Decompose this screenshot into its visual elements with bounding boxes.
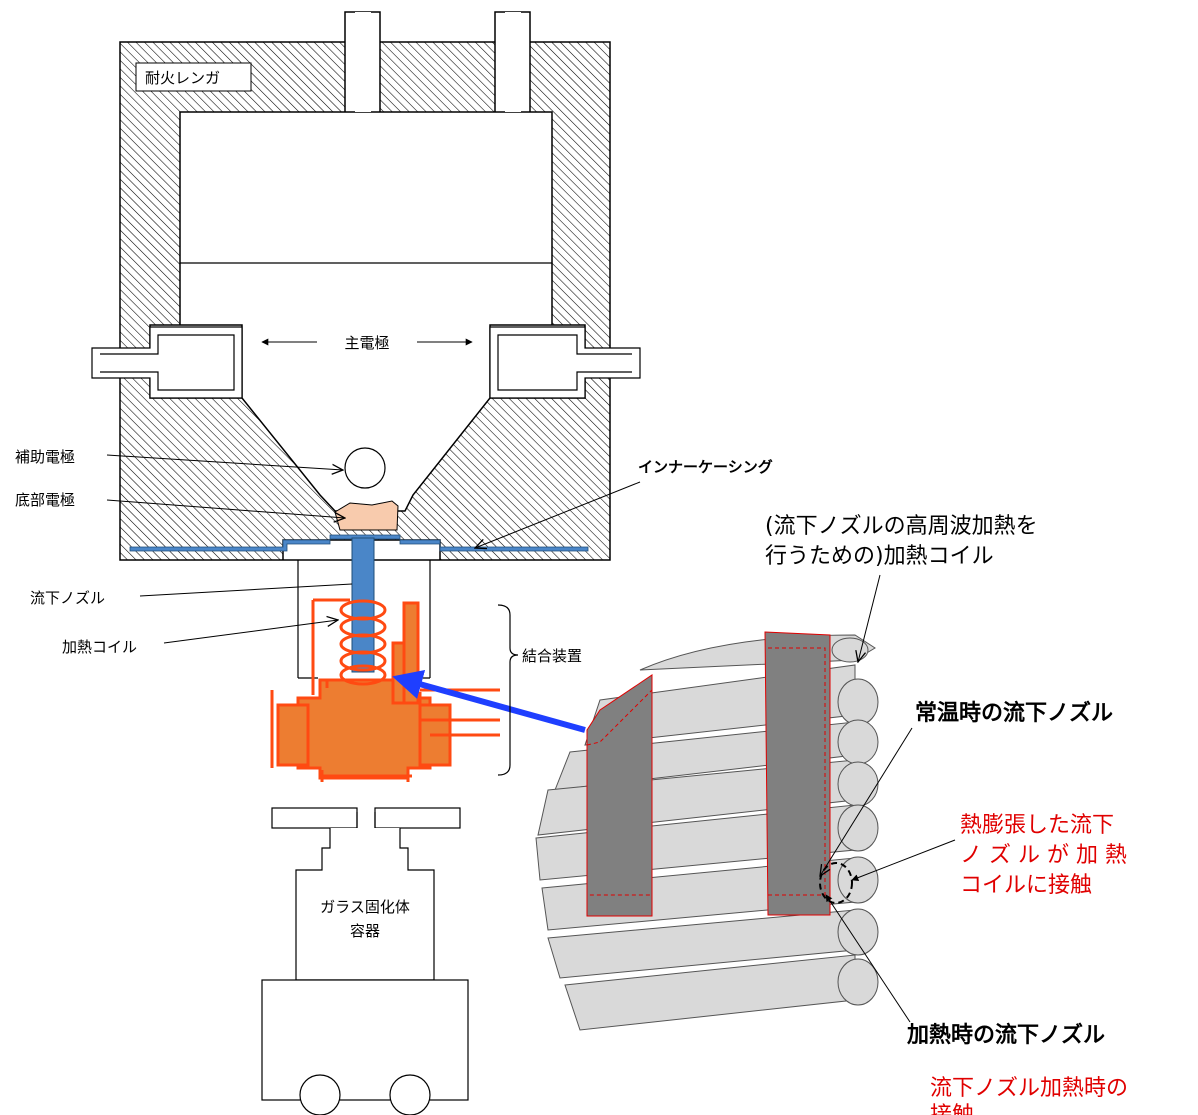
nozzle — [351, 537, 375, 673]
coupling-device-label: 結合装置 — [522, 647, 582, 665]
coil-note-line2: 行うための)加熱コイル — [765, 544, 994, 569]
coil-note-leader — [858, 574, 881, 662]
container-label-line1: ガラス固化体 — [320, 898, 410, 916]
main-electrode-right — [489, 326, 641, 399]
cart-wheel-left — [299, 1074, 341, 1115]
inner-casing-leader — [475, 481, 641, 548]
chimney-right — [505, 12, 521, 112]
cart — [261, 979, 469, 1101]
container-label-line2: 容器 — [350, 922, 380, 940]
nozzle-leader — [139, 583, 353, 597]
contact-leader — [851, 839, 956, 881]
cart-wheel-right — [389, 1074, 431, 1115]
heating-coil-label: 加熱コイル — [62, 638, 137, 656]
main-electrode-label: 主電極 — [344, 334, 389, 352]
bottom-electrode-leader — [106, 499, 345, 518]
refractory-brick-label: 耐火レンガ — [145, 69, 220, 87]
contact-label-line3: コイルに接触 — [960, 873, 1092, 898]
zoom-arrow — [392, 669, 586, 733]
nozzle-label: 流下ノズル — [30, 589, 105, 607]
room-temp-nozzle-leader — [820, 727, 913, 876]
aux-electrode-label: 補助電極 — [15, 448, 75, 466]
contact-label-line2: ノ ズ ル が 加 熱 — [960, 843, 1127, 868]
caption-line1: 流下ノズル加熱時の — [930, 1076, 1128, 1101]
caption-line2: 接触 — [930, 1103, 974, 1115]
coupling-device — [270, 601, 452, 782]
bottom-electrode — [334, 500, 399, 531]
room-temp-nozzle-label: 常温時の流下ノズル — [915, 700, 1113, 726]
heated-nozzle-label: 加熱時の流下ノズル — [906, 1022, 1105, 1048]
refractory-label-box — [135, 62, 252, 92]
coil-note-line1: (流下ノズルの高周波加熱を — [765, 514, 1038, 539]
heating-coil-small — [339, 599, 387, 686]
aux-electrode-leader — [106, 454, 343, 470]
heated-nozzle-leader — [825, 894, 911, 1023]
nozzle-walls-zoom-dashed — [586, 647, 826, 896]
coupling-bracket — [497, 604, 519, 776]
inner-casing — [129, 534, 589, 552]
nozzle-walls-zoom — [586, 631, 831, 917]
heating-coil-leader — [163, 620, 338, 644]
contact-label-line1: 熱膨張した流下 — [960, 813, 1114, 838]
contact-circle — [819, 862, 853, 904]
inner-casing-label: インナーケーシング — [638, 458, 773, 476]
aux-electrode — [344, 447, 386, 489]
bottom-electrode-label: 底部電極 — [15, 491, 75, 509]
main-electrode-left — [91, 326, 243, 399]
chimney-left — [355, 12, 371, 112]
flange-plates — [271, 807, 461, 829]
